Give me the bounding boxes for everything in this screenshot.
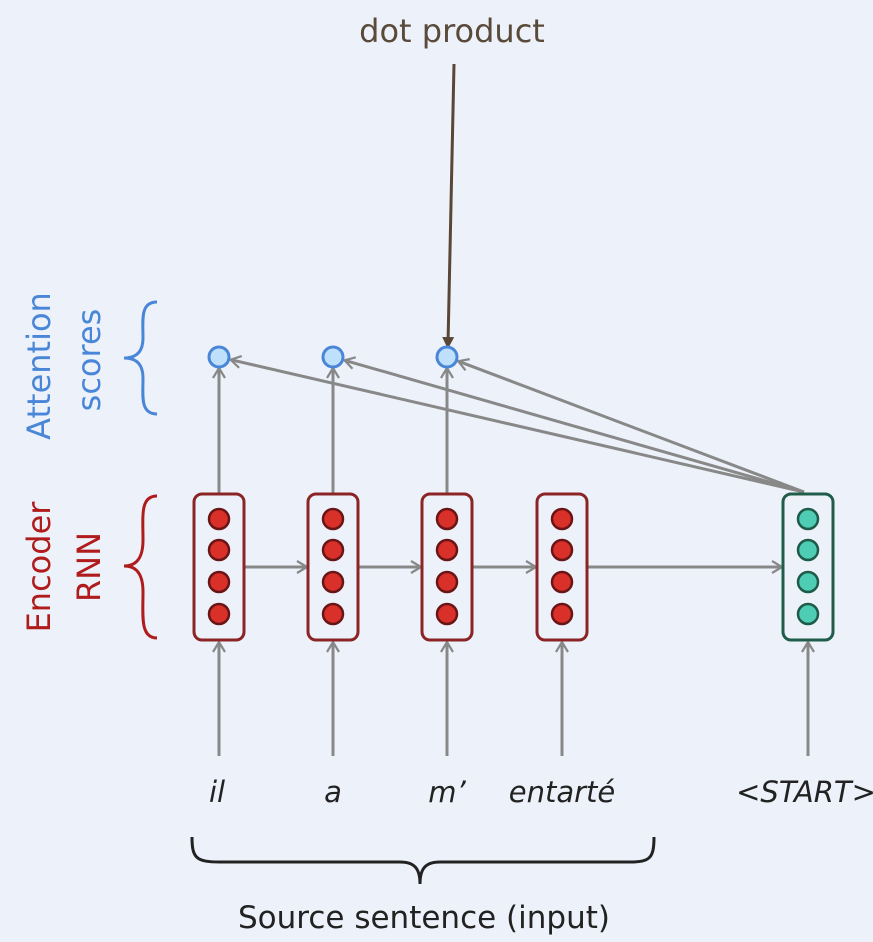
encoder-cell [192,492,246,642]
encoder-cell-box [192,492,246,642]
encoder-cell-box [420,492,474,642]
encoder-neuron [550,507,574,531]
source-sentence-label: Source sentence (input) [238,900,610,936]
words-layer: il a m’ entarté <START> [209,775,873,809]
encoder-cell [420,492,474,642]
scores-label: scores [70,309,108,412]
decoder-to-score-arrow [456,358,805,494]
attention-score-node [321,345,345,369]
source-word: m’ [428,775,466,809]
encoder-cell [535,492,589,642]
encoder-rnn-label: Encoder RNN [20,501,108,633]
encoder-neuron [321,570,345,594]
encoder-neuron [435,602,459,626]
attention-scores-label: Attention scores [20,292,108,440]
attention-score-node [435,345,459,369]
encoder-neuron [321,507,345,531]
encoder-neuron [435,538,459,562]
encoder-cell [306,492,360,642]
decoder-start-token: <START> [736,775,873,809]
encoder-neuron [321,538,345,562]
decoder-neuron [796,602,820,626]
decoder-cell-box [781,492,835,642]
encoder-neuron [207,538,231,562]
attention-score-node [207,345,231,369]
source-word: entarté [509,775,616,809]
decoder-to-score-arrow [342,356,805,494]
decoder-to-score-arrow [228,355,805,494]
encoder-label: Encoder [20,501,58,633]
encoder-neuron [550,602,574,626]
encoder-neuron [550,570,574,594]
edges-layer [212,355,815,756]
source-word: il [209,775,225,809]
encoder-neuron [207,602,231,626]
attention-label: Attention [20,292,58,440]
encoder-brace-icon [123,494,158,640]
decoder-neuron [796,570,820,594]
dot-product-arrow [442,63,456,349]
decoder-cell [781,492,835,642]
encoder-neuron [321,602,345,626]
encoder-neuron [550,538,574,562]
source-word: a [324,775,342,809]
source-brace-icon [190,836,656,885]
dot-product-label: dot product [359,12,545,50]
encoder-neuron [435,507,459,531]
encoder-neuron [435,570,459,594]
encoder-neuron [207,570,231,594]
rnn-label: RNN [70,532,108,602]
encoder-neuron [207,507,231,531]
encoder-cell-box [306,492,360,642]
encoder-cell-box [535,492,589,642]
attention-brace-icon [123,300,158,416]
nodes-layer [192,345,835,642]
decoder-neuron [796,507,820,531]
decoder-neuron [796,538,820,562]
